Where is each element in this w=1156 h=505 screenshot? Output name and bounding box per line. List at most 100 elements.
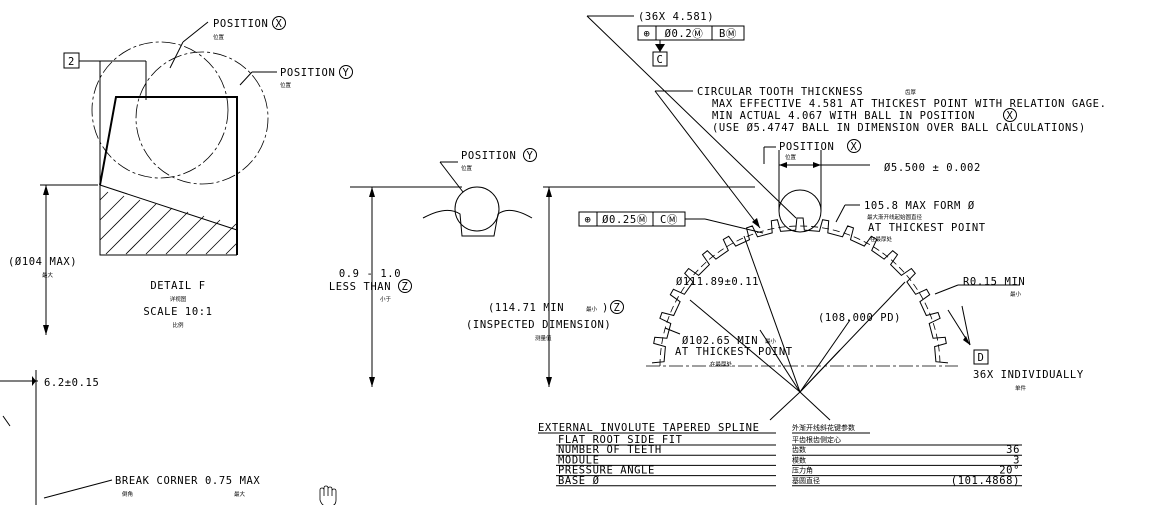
spline-position-x-circle: X [851,141,858,153]
minor-dia-2: AT THICKEST POINT [675,346,793,358]
construction-ray [759,329,801,393]
construction-ray [799,391,831,421]
pitch-circle-arc [659,225,941,367]
min-114-close: ) [602,302,609,314]
tooth-line3: (USE Ø5.4747 BALL IN DIMENSION OVER BALL… [712,122,1086,134]
table-row-label: FLAT ROOT SIDE FIT [558,434,683,446]
detail-position-x-cn: 位置 [213,33,225,41]
detail-position-y-cn: 位置 [280,81,292,89]
ball-dia-text: Ø5.500 ± 0.002 [884,162,981,174]
inspected-text: (INSPECTED DIMENSION) [466,319,611,331]
dia-max-text: (Ø104 MAX) [8,256,77,268]
form-dia-cn1: 最大渐开线起始圆直径 [867,213,923,221]
dim-62-text: 6.2±0.15 [44,377,99,389]
top-fcf-tol: Ø0.2Ⓜ [665,28,704,40]
ball-circle-x [91,41,229,179]
spline-fcf-datum: CⓂ [660,214,678,226]
spline-position-x-cn: 位置 [785,153,797,161]
table-row-value: (101.4868) [951,475,1020,487]
table-row-cn: 基圆直径 [792,476,820,485]
detail-scale-cn: 比例 [172,321,184,329]
detail-title-cn: 详视图 [170,295,187,303]
tooth-line1: MAX EFFECTIVE 4.581 AT THICKEST POINT WI… [712,98,1107,110]
mid-position-y-cn: 位置 [461,164,473,172]
table-row-cn: 压力角 [792,466,813,475]
min-114-circle: Z [614,302,621,314]
spline-ball [778,189,822,233]
mid-ball [454,186,500,232]
spline-gear: Ø5.500 ± 0.002 POSITION X 位置 105.8 MAX F… [578,139,1084,421]
table-title-cn: 外渐开线斜花键参数 [792,423,855,432]
detail-f: 2 POSITION X 位置 [8,16,353,335]
spline-datum-tag: D [978,352,985,364]
detail-scale: SCALE 10:1 [143,306,212,318]
less-than-cn: 小于 [380,295,392,303]
tooth-thickness-notes: CIRCULAR TOOTH THICKNESS 齿厚 MAX EFFECTIV… [654,86,1107,229]
min-114-cn: 最小 [586,305,598,313]
table-row-cn: 平齿根齿侧定心 [792,435,841,444]
minor-dia-1: Ø102.65 MIN [682,335,758,347]
individually-text: 36X INDIVIDUALLY [973,369,1084,381]
r-min-cn: 最小 [1010,290,1022,298]
table-title: EXTERNAL INVOLUTE TAPERED SPLINE [538,422,760,434]
table-row-cn: 齿数 [792,445,806,454]
top-fcf-count: (36X 4.581) [638,11,714,23]
tooth-title: CIRCULAR TOOTH THICKNESS [697,86,863,98]
tooth-title-cn: 齿厚 [905,89,917,96]
construction-ray [799,319,851,393]
pd-text: (108.000 PD) [818,312,901,324]
construction-ray [689,299,801,393]
minor-dia-cn2: 在最厚处 [710,360,733,368]
detail-position-y-circle: Y [343,67,350,79]
mid-position-y-circle: Y [527,150,534,162]
detail-position-y-label: POSITION [280,67,335,79]
table-row-value: 3 [1013,454,1020,466]
break-corner-cn1: 倒角 [122,490,133,498]
tooth-section [99,96,238,256]
inspected-cn: 测量值 [535,334,552,342]
less-than-line2: LESS THAN [329,281,391,293]
table-row-value: 20° [999,465,1020,477]
spline-fcf-symbol: ⊕ [585,214,592,226]
construction-ray [769,391,801,421]
mid-ball-view: POSITION Y 位置 0.9 - 1.0 LESS THAN Z 小于 (… [329,148,755,387]
lower-left-notes: 6.2±0.15 BREAK CORNER 0.75 MAX 倒角 最大 [0,370,260,505]
table-row-cn: 模数 [792,455,806,464]
top-fcf: (36X 4.581) ⊕ Ø0.2Ⓜ BⓂ C [586,11,797,219]
form-dia-2: AT THICKEST POINT [868,222,986,234]
tooth-line2: MIN ACTUAL 4.067 WITH BALL IN POSITION [712,110,975,122]
mid-position-y-label: POSITION [461,150,516,162]
hand-cursor-icon [319,485,337,505]
top-fcf-datum: BⓂ [719,28,737,40]
table-row-label: BASE Ø [558,475,600,487]
less-than-circle: Z [402,281,409,293]
break-corner-text: BREAK CORNER 0.75 MAX [115,475,260,487]
major-dia-text: Ø111.89±0.11 [676,276,759,288]
form-dia-1: 105.8 MAX FORM Ø [864,200,975,212]
gear-tooth-outline [651,217,949,364]
ball-circle-y [135,51,269,185]
top-fcf-symbol: ⊕ [644,28,651,40]
spline-position-x-label: POSITION [779,141,834,153]
spline-fcf-tol: Ø0.25Ⓜ [602,214,648,226]
detail-title: DETAIL F [150,280,205,292]
r-min-text: R0.15 MIN [963,276,1025,288]
min-114-text: (114.71 MIN [488,302,564,314]
less-than-line1: 0.9 - 1.0 [339,268,401,280]
construction-ray [799,349,841,393]
individually-cn: 单件 [1015,384,1027,392]
spline-table: EXTERNAL INVOLUTE TAPERED SPLINE 外渐开线斜花键… [538,422,1022,487]
minor-dia-cn1: 最小 [765,337,777,345]
table-row-label: PRESSURE ANGLE [558,465,655,477]
break-corner-cn2: 最大 [234,490,246,498]
table-row-value: 36 [1006,444,1020,456]
table-row-label: NUMBER OF TEETH [558,444,662,456]
form-dia-cn2: 在最厚处 [870,235,893,243]
detail-position-x-circle: X [276,18,283,30]
detail-position-x-label: POSITION [213,18,268,30]
detail-box-tag-text: 2 [68,56,75,68]
groove-profile [422,209,533,237]
tooth-line2-circle: X [1007,110,1014,122]
top-fcf-datum-tag: C [657,54,664,66]
